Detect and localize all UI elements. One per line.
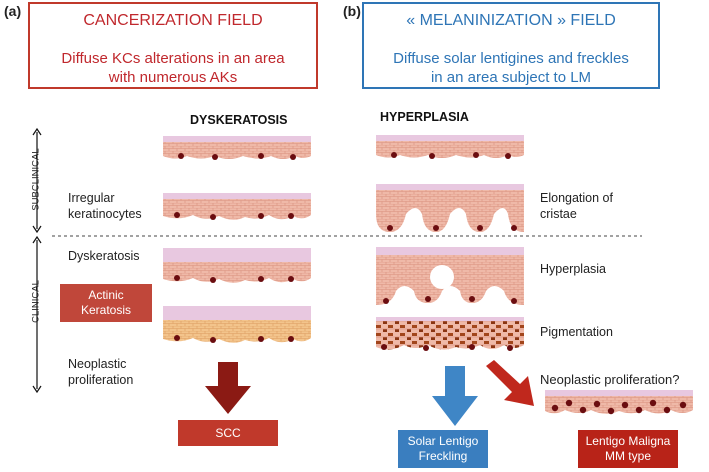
actinic-keratosis-label-1: Actinic (88, 288, 124, 302)
skin-elongation-diagram (376, 184, 524, 232)
dyskeratosis-label: Dyskeratosis (68, 249, 140, 263)
mm-type-label: MM type (604, 449, 651, 463)
actinic-keratosis-box: Actinic Keratosis (60, 284, 152, 322)
pigmentation-label: Pigmentation (540, 325, 613, 339)
panel-a-label: (a) (4, 3, 22, 19)
skin-lentigo-maligna-diagram (545, 390, 693, 415)
subclinical-axis-label: SUBCLINICAL (30, 148, 42, 211)
panel-b-label: (b) (343, 3, 361, 19)
dyskeratosis-column-title: DYSKERATOSIS (190, 113, 288, 127)
skin-hyperplasia-diagram (376, 247, 524, 305)
lentigo-maligna-box: Lentigo Maligna MM type (578, 430, 678, 468)
hyperplasia-column-title: HYPERPLASIA (380, 110, 469, 124)
stage-axis (32, 127, 42, 394)
solar-lentigo-label: Solar Lentigo (407, 434, 479, 448)
elongation-label-1: Elongation of (540, 191, 613, 205)
skin-normal-diagram (163, 136, 311, 160)
cancerization-field-title: CANCERIZATION FIELD (83, 12, 263, 29)
irregular-keratinocytes-label-1: Irregular (68, 191, 115, 205)
lentigo-maligna-arrow (486, 360, 534, 406)
elongation-label-2: cristae (540, 207, 577, 221)
cancerization-field-description-2: with numerous AKs (108, 69, 238, 86)
skin-dyskeratosis-diagram (163, 248, 311, 283)
hyperplasia-label: Hyperplasia (540, 262, 607, 276)
scc-label: SCC (215, 426, 241, 440)
lentigo-maligna-label: Lentigo Maligna (585, 434, 671, 448)
melaninization-field-description-2: in an area subject to LM (430, 69, 592, 86)
actinic-keratosis-label-2: Keratosis (80, 303, 132, 317)
neoplastic-proliferation-question-label: Neoplastic proliferation? (540, 372, 680, 387)
melaninization-field-description-1: Diffuse solar lentigines and freckles (393, 50, 629, 67)
cancerization-field-description-1: Diffuse KCs alterations in an area (61, 50, 285, 67)
clinical-axis-label: CLINICAL (30, 280, 42, 323)
skin-neoplastic-diagram (163, 306, 311, 343)
skin-pigmentation-diagram (376, 317, 524, 351)
freckling-label: Freckling (418, 449, 468, 463)
cancerization-field-box: CANCERIZATION FIELD Diffuse KCs alterati… (28, 2, 318, 89)
scc-box: SCC (178, 420, 278, 446)
solar-lentigo-box: Solar Lentigo Freckling (398, 430, 488, 468)
skin-normal-melanocyte-diagram (376, 135, 524, 159)
neoplastic-proliferation-label-1: Neoplastic (68, 357, 127, 371)
scc-arrow (205, 362, 251, 414)
melaninization-field-box: « MELANINIZATION » FIELD Diffuse solar l… (362, 2, 660, 89)
irregular-keratinocytes-label-2: keratinocytes (68, 207, 142, 221)
melaninization-field-title: « MELANINIZATION » FIELD (406, 12, 616, 29)
stage-separator (52, 235, 642, 237)
lentigo-arrow (432, 366, 478, 426)
neoplastic-proliferation-label-2: proliferation (68, 373, 134, 387)
skin-irregular-diagram (163, 193, 311, 220)
